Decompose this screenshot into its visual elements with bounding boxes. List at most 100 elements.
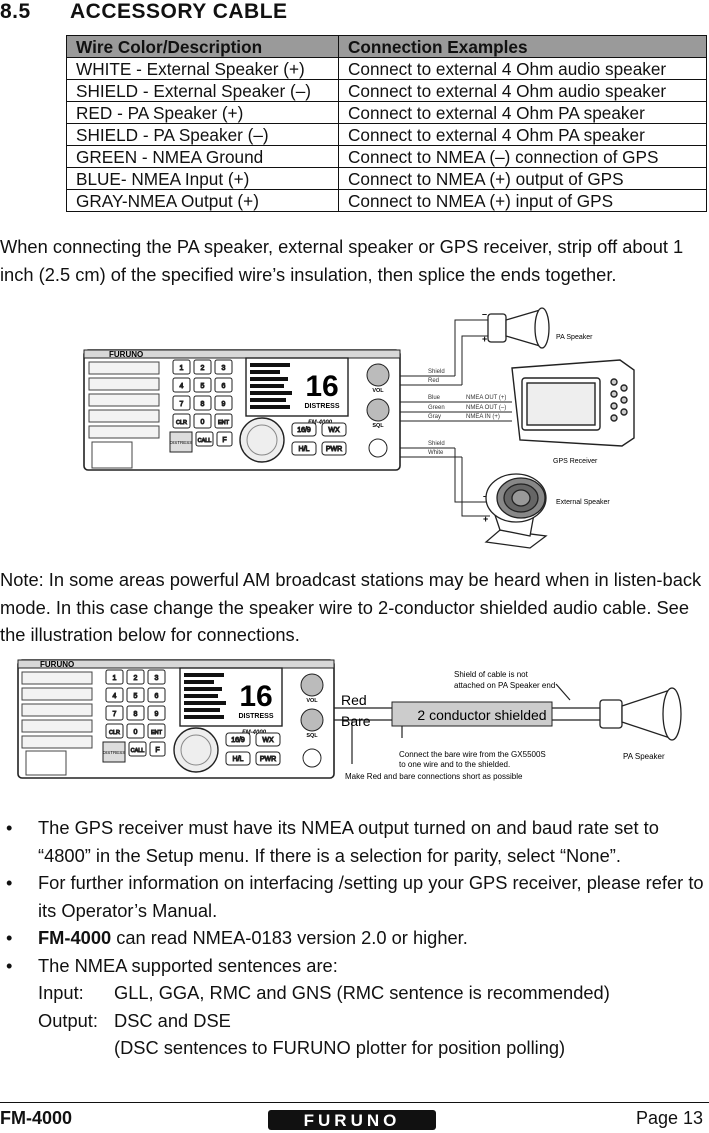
bullet-glyph: • xyxy=(6,954,13,976)
key-label: CALL xyxy=(198,438,212,444)
furuno-logo: FURUNO xyxy=(268,1110,436,1130)
radio-unit: FURUNO 1 2 3 4 5 6 7 8 9 xyxy=(83,349,401,471)
key-1[interactable] xyxy=(172,359,191,375)
key-label: 6 xyxy=(155,693,159,700)
list-item: •For further information on interfacing … xyxy=(0,869,709,924)
table-row: SHIELD - External Speaker (–)Connect to … xyxy=(66,79,707,102)
intro-paragraph: When connecting the PA speaker, external… xyxy=(0,236,684,285)
key-2[interactable] xyxy=(193,359,212,375)
key-label: 1 xyxy=(180,365,184,372)
connection-cell: Connect to NMEA (+) output of GPS xyxy=(338,167,707,190)
wire-cell: GRAY-NMEA Output (+) xyxy=(66,189,339,212)
table-header-row: Wire Color/Description Connection Exampl… xyxy=(66,35,707,58)
sentences-block: Input:GLL, GGA, RMC and GNS (RMC sentenc… xyxy=(0,979,709,1062)
key-label: H/L xyxy=(299,446,310,453)
output-note: (DSC sentences to FURUNO plotter for pos… xyxy=(114,1037,566,1058)
key-9[interactable] xyxy=(214,395,233,411)
external-speaker-icon xyxy=(484,473,548,549)
model-label: FM-4000 xyxy=(308,420,333,426)
key-8[interactable] xyxy=(193,395,212,411)
knob-label: VOL xyxy=(306,698,318,704)
table-row: GRAY-NMEA Output (+)Connect to NMEA (+) … xyxy=(66,189,707,212)
nmea-label: NMEA IN (+) xyxy=(466,414,500,420)
wire-label: Green xyxy=(428,405,445,411)
key-label: 7 xyxy=(180,401,184,408)
squelch-knob[interactable] xyxy=(366,398,390,422)
key-label: 8 xyxy=(201,401,205,408)
wire-label: White xyxy=(428,450,444,456)
key-5[interactable] xyxy=(193,377,212,393)
wire-label: Gray xyxy=(428,414,441,420)
channel-display: 16 xyxy=(239,680,272,713)
key-label: PWR xyxy=(260,756,276,763)
pa-speaker-icon xyxy=(599,687,682,741)
key-label: WX xyxy=(328,427,340,434)
radio-logo: FURUNO xyxy=(109,350,143,359)
screen-status: DISTRESS xyxy=(304,403,339,410)
note-paragraph: Note: In some areas powerful AM broadcas… xyxy=(0,569,702,645)
key-label: 4 xyxy=(180,383,184,390)
wire-cell: SHIELD - External Speaker (–) xyxy=(66,79,339,102)
shielded-cable xyxy=(391,701,553,727)
minus-sign: – xyxy=(482,309,487,319)
bullet-bold: FM-4000 xyxy=(38,927,112,948)
key-label: PWR xyxy=(326,446,342,453)
key-3[interactable] xyxy=(214,359,233,375)
footer-divider xyxy=(0,1102,709,1103)
bullet-glyph: • xyxy=(6,927,13,948)
key-16-9[interactable] xyxy=(291,422,317,437)
key-label: 4 xyxy=(113,693,117,700)
short-note: Make Red and bare connections short as p… xyxy=(345,772,523,781)
shield-note-line1: Shield of cable is not xyxy=(454,670,529,679)
key-wx[interactable] xyxy=(321,422,347,437)
connection-cell: Connect to NMEA (–) connection of GPS xyxy=(338,145,707,168)
key-6[interactable] xyxy=(214,377,233,393)
key-7[interactable] xyxy=(172,395,191,411)
output-label: Output: xyxy=(38,1009,98,1031)
channel-display: 16 xyxy=(305,370,338,403)
key-label: H/L xyxy=(233,756,244,763)
volume-knob[interactable] xyxy=(366,363,390,387)
wire-cell: BLUE- NMEA Input (+) xyxy=(66,167,339,190)
wiring-diagram: FURUNO 1 2 3 4 5 6 7 8 9 xyxy=(83,307,635,549)
connection-cell: Connect to external 4 Ohm audio speaker xyxy=(338,57,707,80)
channel-dial[interactable] xyxy=(239,417,285,463)
mic-connector xyxy=(368,438,388,458)
key-0[interactable] xyxy=(193,413,212,429)
output-sentences: DSC and DSE xyxy=(114,1009,231,1031)
bullet-text: The GPS receiver must have its NMEA outp… xyxy=(38,817,659,866)
wire-label: Red xyxy=(428,378,439,384)
pa-speaker-label: PA Speaker xyxy=(556,334,593,341)
footer-model: FM-4000 xyxy=(0,1108,73,1128)
key-4[interactable] xyxy=(172,377,191,393)
key-pwr[interactable] xyxy=(321,441,347,456)
key-label: 5 xyxy=(134,693,138,700)
key-label: 9 xyxy=(155,711,159,718)
nmea-label: NMEA OUT (+) xyxy=(466,395,506,401)
wire-table: Wire Color/Description Connection Exampl… xyxy=(66,35,707,212)
connection-cell: Connect to external 4 Ohm PA speaker xyxy=(338,101,707,124)
key-call[interactable] xyxy=(195,431,214,447)
distress-button[interactable] xyxy=(169,431,193,453)
connect-note-line2: to one wire and to the shielded. xyxy=(399,760,510,769)
key-label: CLR xyxy=(109,730,120,736)
key-label: F xyxy=(222,437,226,444)
input-sentences: GLL, GGA, RMC and GNS (RMC sentence is r… xyxy=(114,982,610,1003)
key-clr[interactable] xyxy=(172,413,191,429)
wire-label: Shield xyxy=(428,369,445,375)
key-label: CALL xyxy=(131,748,145,754)
key-label: F xyxy=(155,747,159,754)
key-label: 3 xyxy=(222,365,226,372)
cable-label: 2 conductor shielded xyxy=(417,707,546,723)
key-label: ENT xyxy=(218,420,230,426)
key-f[interactable] xyxy=(216,431,233,447)
table-header: Wire Color/Description xyxy=(66,35,339,58)
key-label: 9 xyxy=(222,401,226,408)
list-item: •FM-4000 can read NMEA-0183 version 2.0 … xyxy=(0,924,709,952)
knob-label: SQL xyxy=(306,733,318,739)
key-label: 0 xyxy=(134,729,138,736)
key-label: 8 xyxy=(134,711,138,718)
key-hl[interactable] xyxy=(291,441,317,456)
key-ent[interactable] xyxy=(214,413,233,429)
